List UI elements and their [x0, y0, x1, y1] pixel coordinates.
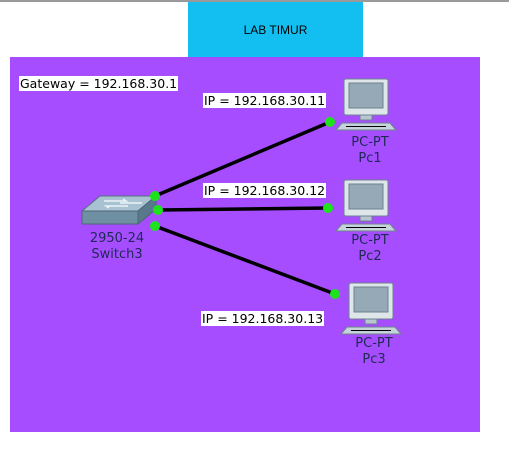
port-indicator-switch-pc3 [150, 221, 160, 231]
switch-icon[interactable] [80, 194, 158, 226]
switch-name: Switch3 [91, 247, 143, 262]
pc2-ip-label[interactable]: IP = 192.168.30.12 [203, 183, 327, 198]
port-indicator-switch-pc2 [153, 205, 163, 215]
port-indicator-switch-pc1 [150, 191, 160, 201]
pc2-name: Pc2 [358, 249, 382, 264]
pc2-icon[interactable] [334, 179, 398, 232]
top-border [0, 0, 509, 2]
link-switch-pc3[interactable] [154, 224, 336, 296]
pc1-model: PC-PT [351, 135, 389, 150]
pc2-model: PC-PT [351, 233, 389, 248]
link-switch-pc1[interactable] [154, 120, 331, 198]
pc3-model: PC-PT [355, 336, 393, 351]
pc3-label: PC-PT Pc3 [355, 336, 392, 368]
pc1-ip-label[interactable]: IP = 192.168.30.11 [203, 93, 327, 108]
pc3-icon[interactable] [339, 282, 403, 335]
port-indicator-pc1 [325, 117, 335, 127]
switch-model: 2950-24 [89, 231, 145, 246]
gateway-label[interactable]: Gateway = 192.168.30.1 [19, 76, 179, 91]
zone-title[interactable]: LAB TIMUR [188, 2, 363, 57]
port-indicator-pc3 [330, 289, 340, 299]
pc3-name: Pc3 [362, 352, 386, 367]
pc2-label: PC-PT Pc2 [351, 233, 388, 265]
pc1-name: Pc1 [358, 151, 382, 166]
pc3-ip-label[interactable]: IP = 192.168.30.13 [201, 311, 325, 326]
switch-label: 2950-24 Switch3 [90, 231, 144, 263]
lab-zone [10, 57, 480, 432]
port-indicator-pc2 [323, 203, 333, 213]
pc1-icon[interactable] [334, 78, 398, 131]
pc1-label: PC-PT Pc1 [351, 135, 388, 167]
link-switch-pc2[interactable] [157, 206, 329, 212]
